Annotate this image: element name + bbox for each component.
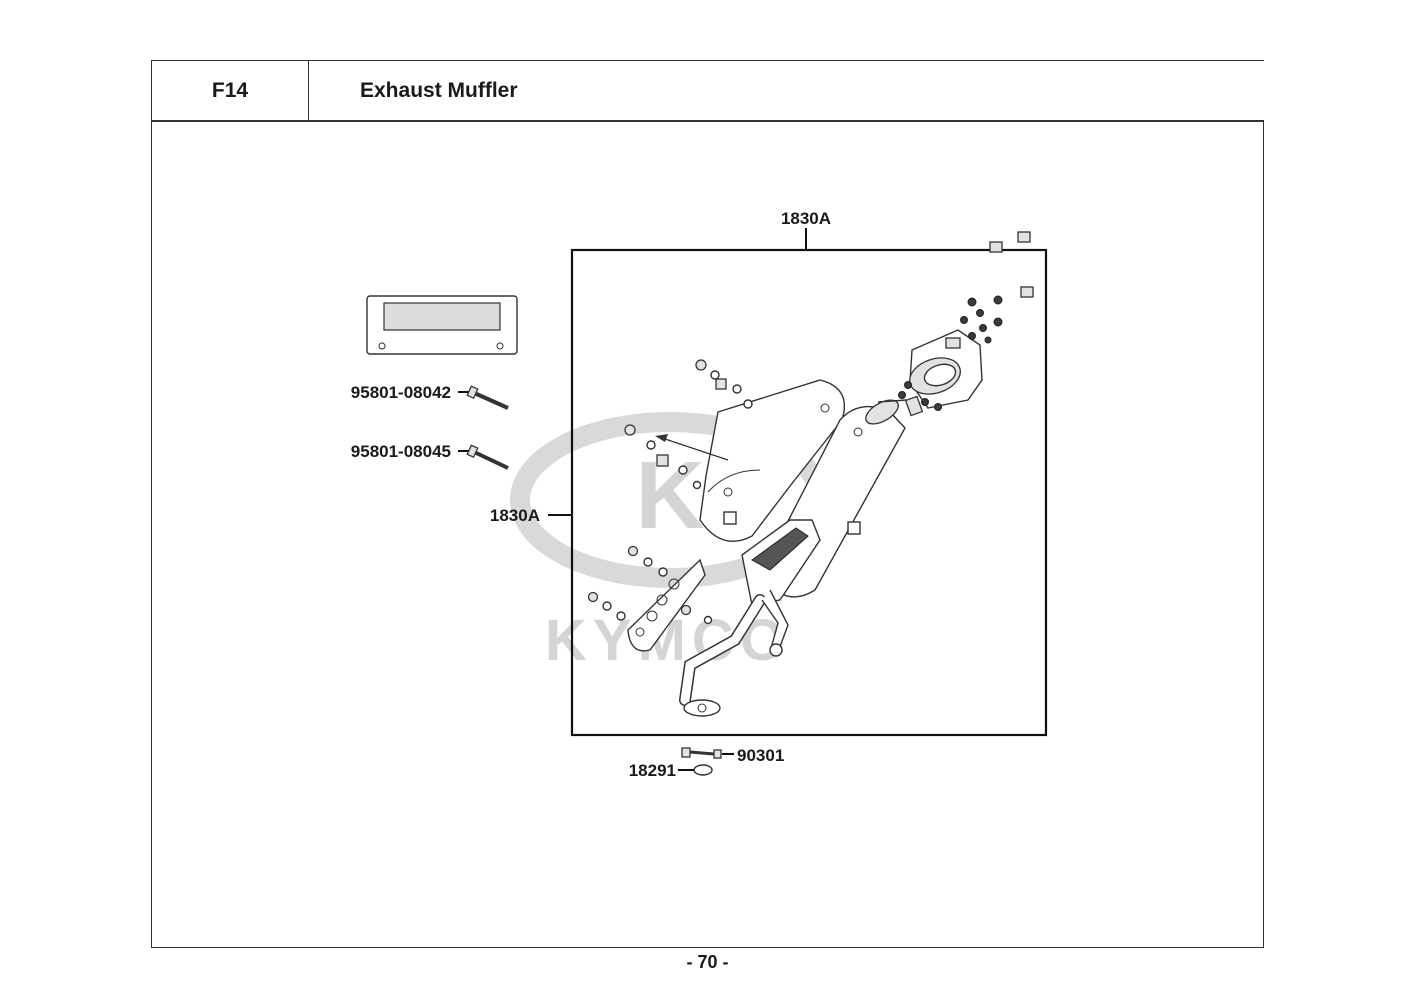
page-number: - 70 - (686, 952, 729, 972)
callout-bolt-1: 95801-08042 (351, 383, 451, 402)
callout-gasket-part: 18291 (629, 761, 676, 780)
page-title: Exhaust Muffler (308, 60, 1264, 121)
callout-bolt-2: 95801-08045 (351, 442, 451, 461)
assembly-direction-arrow (661, 437, 729, 461)
upper-heat-shield (699, 379, 846, 543)
section-code: F14 (151, 60, 309, 121)
assembly-boundary-box (570, 248, 1048, 737)
watermark-logo-letter: K (635, 442, 704, 549)
callout-assembly-top: 1830A (781, 209, 831, 228)
exhaust-header-pipe (679, 589, 789, 717)
end-cap-fasteners (898, 231, 1034, 411)
muffler-end-cap (909, 329, 983, 409)
bolt-95801-08042-icon (458, 385, 509, 410)
callout-assembly-left: 1830A (490, 506, 540, 525)
diagram-frame (151, 121, 1264, 948)
lower-heat-shield (627, 558, 706, 652)
gasket-and-nut-icons (678, 747, 734, 776)
shield-fasteners (624, 359, 753, 490)
lower-shield-fasteners (587, 545, 713, 625)
callout-nut-part: 90301 (737, 746, 784, 765)
bolt-95801-08045-icon (458, 444, 509, 470)
spec-label-sticker (366, 295, 518, 355)
